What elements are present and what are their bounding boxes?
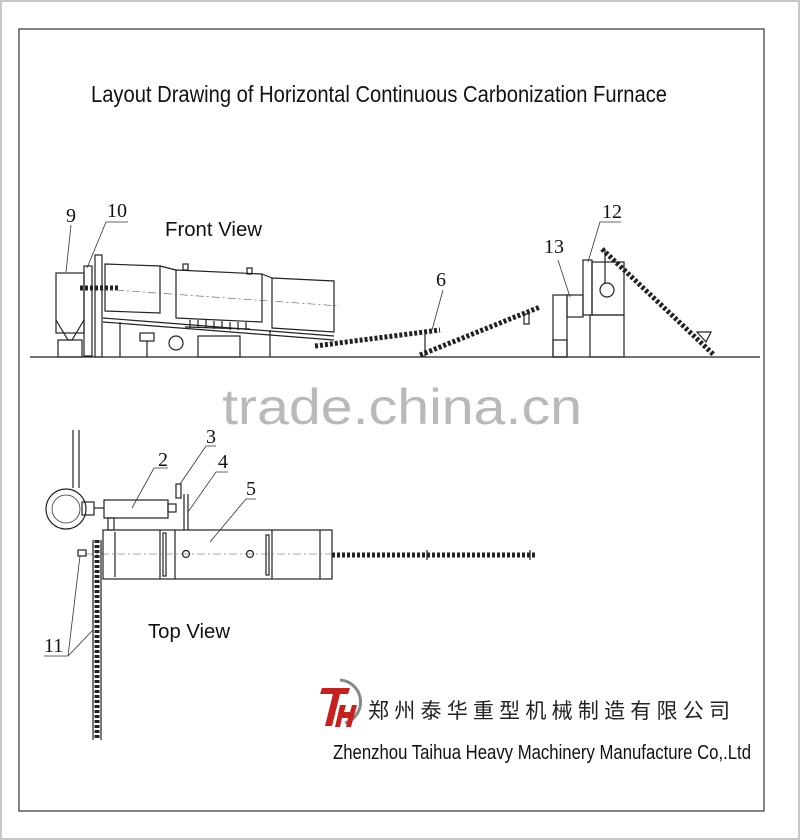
part-label-6: 6	[436, 269, 446, 291]
part-2-cylinder	[103, 499, 177, 531]
top-view: 2 3 4 5 11 Top View	[44, 426, 535, 740]
part-label-2: 2	[158, 449, 168, 471]
drawing-frame	[18, 28, 765, 812]
part-label-12: 12	[602, 201, 622, 223]
furnace-drum	[99, 263, 341, 341]
part-label-10: 10	[107, 200, 127, 222]
part-10-feeder	[80, 254, 120, 358]
part-label-3: 3	[206, 426, 216, 448]
front-view-label: Front View	[165, 219, 263, 241]
part-13-unit	[552, 294, 584, 358]
watermark: trade.china.cn	[222, 379, 582, 435]
part-label-9: 9	[66, 205, 76, 227]
part-label-4: 4	[218, 451, 228, 473]
feeder-wheel	[45, 430, 104, 530]
company-logo	[320, 678, 363, 727]
burners	[119, 320, 271, 358]
discharge-screw	[332, 550, 535, 560]
company-name-cn: 郑 州 泰 华 重 型 机 械 制 造 有 限 公 司	[368, 699, 730, 723]
front-view: 9 10 Front View 6 13 12	[30, 200, 760, 358]
part-12-unit	[582, 247, 716, 358]
part-5-furnace-drum	[85, 529, 333, 580]
top-view-label: Top View	[148, 621, 231, 643]
part-3-4-fittings	[175, 483, 189, 530]
company-name-en: Zhenzhou Taihua Heavy Machinery Manufact…	[333, 742, 751, 764]
part-label-5: 5	[246, 478, 256, 500]
drawing-title: Layout Drawing of Horizontal Continuous …	[91, 81, 667, 107]
part-6-screw-conveyors	[314, 304, 541, 358]
part-9-hopper	[55, 272, 85, 358]
part-label-11: 11	[44, 635, 63, 657]
part-label-13: 13	[544, 236, 564, 258]
part-11-conveyor	[77, 540, 102, 740]
